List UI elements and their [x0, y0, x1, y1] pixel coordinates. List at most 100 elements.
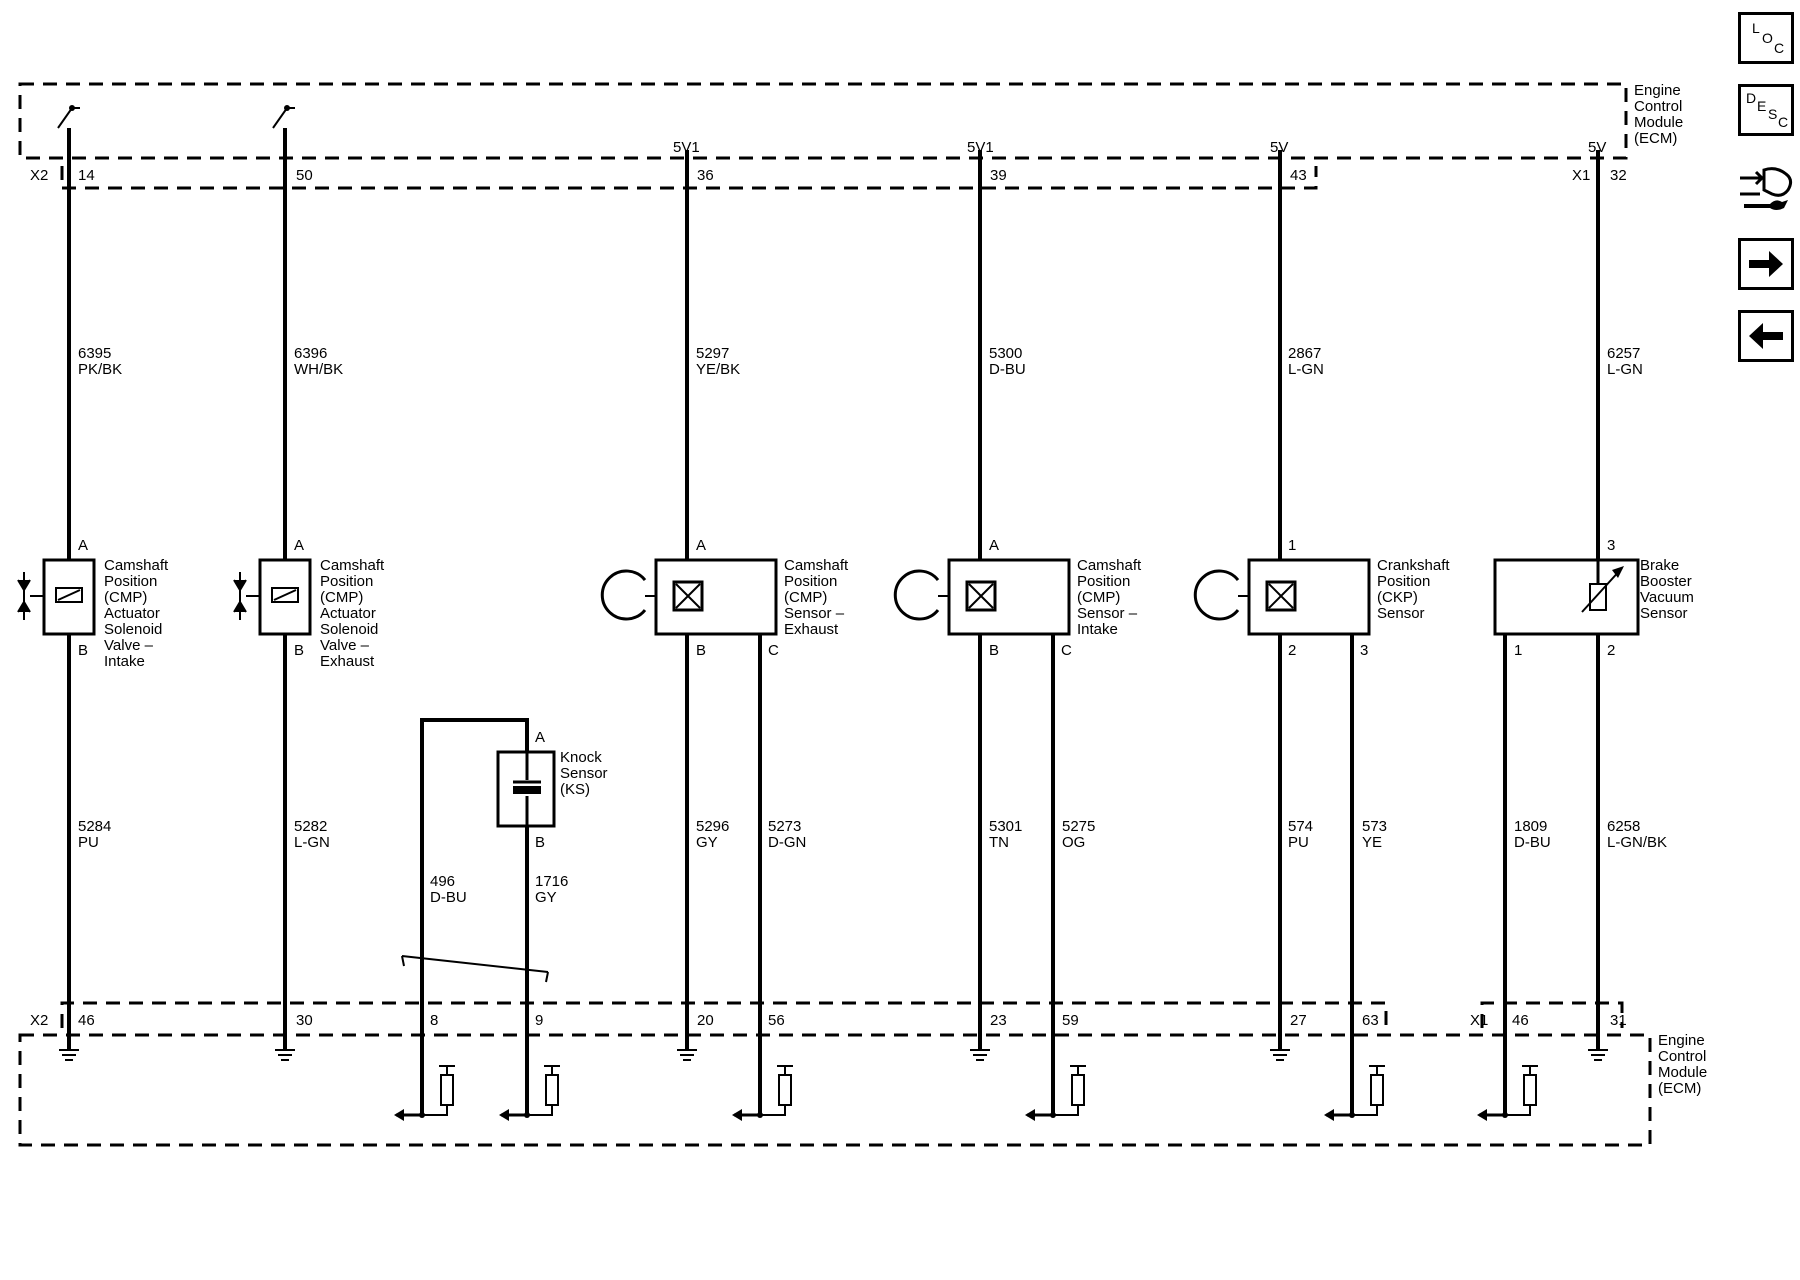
desc-letter: D [1746, 90, 1757, 106]
top-pin: 36 [697, 167, 714, 184]
diagram-label: PK/BK [78, 361, 122, 378]
diagram-label: 5296 [696, 818, 729, 835]
diagram-label: Exhaust [784, 621, 839, 638]
diagram-label: YE/BK [696, 361, 740, 378]
diagram-label: L-GN/BK [1607, 834, 1667, 851]
diagram-label: GY [696, 834, 718, 851]
diagram-label: 574 [1288, 818, 1313, 835]
ref-voltage-cmp-intake: 5V1 [967, 139, 994, 156]
diagram-label: (CKP) [1377, 589, 1418, 606]
bottom-pin: 30 [296, 1012, 313, 1029]
diagram-label: 6257 [1607, 345, 1640, 362]
diagram-label: A [78, 537, 88, 554]
location-button[interactable]: L O C [1738, 12, 1794, 64]
previous-page-button[interactable] [1738, 310, 1794, 362]
diagram-label: Intake [1077, 621, 1118, 638]
diagram-label: B [294, 642, 304, 659]
diagram-label: Position [1377, 573, 1430, 590]
diagram-label: Position [320, 573, 373, 590]
connector-top-right: X1 [1572, 167, 1590, 184]
bottom-pin: 63 [1362, 1012, 1379, 1029]
connector-bottom-left: X2 [30, 1012, 48, 1029]
ref-voltage-cmp-exhaust: 5V1 [673, 139, 700, 156]
diagram-label: D-BU [430, 889, 467, 906]
arrow-right-icon [1749, 251, 1783, 277]
diagram-label: Valve – [320, 637, 370, 654]
diagram-label: Engine [1658, 1032, 1705, 1049]
diagram-label: Sensor [1377, 605, 1425, 622]
diagram-label: Camshaft [320, 557, 385, 574]
diagram-label: Brake [1640, 557, 1679, 574]
bottom-pin: 8 [430, 1012, 438, 1029]
bottom-pin: 23 [990, 1012, 1007, 1029]
diagram-label: L-GN [1288, 361, 1324, 378]
diagram-label: Crankshaft [1377, 557, 1450, 574]
diagram-label: L-GN [1607, 361, 1643, 378]
bottom-pin: 27 [1290, 1012, 1307, 1029]
cmp-actuator-exhaust: A B Camshaft Position (CMP) Actuator Sol… [233, 537, 385, 670]
diagram-label: 5284 [78, 818, 111, 835]
diagram-label: 1809 [1514, 818, 1547, 835]
ecm-bottom-box [18, 1001, 1652, 1147]
diagram-label: Actuator [104, 605, 160, 622]
diagram-label: (CMP) [784, 589, 827, 606]
diagram-label: 6395 [78, 345, 111, 362]
description-button[interactable]: D E S C [1738, 84, 1794, 136]
diagram-label: 3 [1607, 537, 1615, 554]
top-pin: 14 [78, 167, 95, 184]
diagram-label: B [535, 834, 545, 851]
diagram-label: Camshaft [104, 557, 169, 574]
diagram-label: C [1061, 642, 1072, 659]
diagram-label: 5282 [294, 818, 327, 835]
diagram-label: Intake [104, 653, 145, 670]
diagram-label: A [989, 537, 999, 554]
diagram-label: 573 [1362, 818, 1387, 835]
diagram-label: Position [784, 573, 837, 590]
diagram-label: 6258 [1607, 818, 1640, 835]
diagram-label: 5273 [768, 818, 801, 835]
next-page-button[interactable] [1738, 238, 1794, 290]
diagram-label: Knock [560, 749, 602, 766]
diagram-label: Solenoid [320, 621, 378, 638]
diagram-label: Actuator [320, 605, 376, 622]
diagram-label: B [78, 642, 88, 659]
connector-top-left: X2 [30, 167, 48, 184]
loc-letter: L [1752, 20, 1760, 36]
bottom-pin: 56 [768, 1012, 785, 1029]
diagram-label: Valve – [104, 637, 154, 654]
diagram-label: B [696, 642, 706, 659]
loc-letter: C [1774, 40, 1785, 56]
connector-wrench-icon[interactable] [1736, 160, 1796, 220]
diagram-label: (ECM) [1634, 130, 1677, 147]
connector-wrench-icon-graphic [1740, 167, 1793, 210]
ecm-top-box [18, 82, 1628, 190]
diagram-label: 2 [1607, 642, 1615, 659]
diagram-label: TN [989, 834, 1009, 851]
diagram-label: Sensor – [1077, 605, 1138, 622]
bottom-pin: 59 [1062, 1012, 1079, 1029]
loc-letter: O [1762, 30, 1773, 46]
diagram-label: 1 [1288, 537, 1296, 554]
cmp-actuator-intake: A B Camshaft Position (CMP) Actuator Sol… [17, 537, 169, 670]
diagram-label: Sensor [560, 765, 608, 782]
diagram-label: D-BU [1514, 834, 1551, 851]
diagram-label: D-GN [768, 834, 806, 851]
diagram-label: PU [1288, 834, 1309, 851]
diagram-label: (CMP) [104, 589, 147, 606]
diagram-label: 496 [430, 873, 455, 890]
diagram-label: B [989, 642, 999, 659]
diagram-label: 3 [1360, 642, 1368, 659]
top-pin: 39 [990, 167, 1007, 184]
diagram-label: PU [78, 834, 99, 851]
top-pin: 50 [296, 167, 313, 184]
diagram-label: Engine [1634, 82, 1681, 99]
bottom-pin: 46 [78, 1012, 95, 1029]
diagram-label: (CMP) [1077, 589, 1120, 606]
diagram-label: Position [1077, 573, 1130, 590]
diagram-label: D-BU [989, 361, 1026, 378]
diagram-label: A [696, 537, 706, 554]
diagram-label: (CMP) [320, 589, 363, 606]
diagram-label: Control [1634, 98, 1682, 115]
diagram-label: 6396 [294, 345, 327, 362]
diagram-label: Module [1658, 1064, 1707, 1081]
